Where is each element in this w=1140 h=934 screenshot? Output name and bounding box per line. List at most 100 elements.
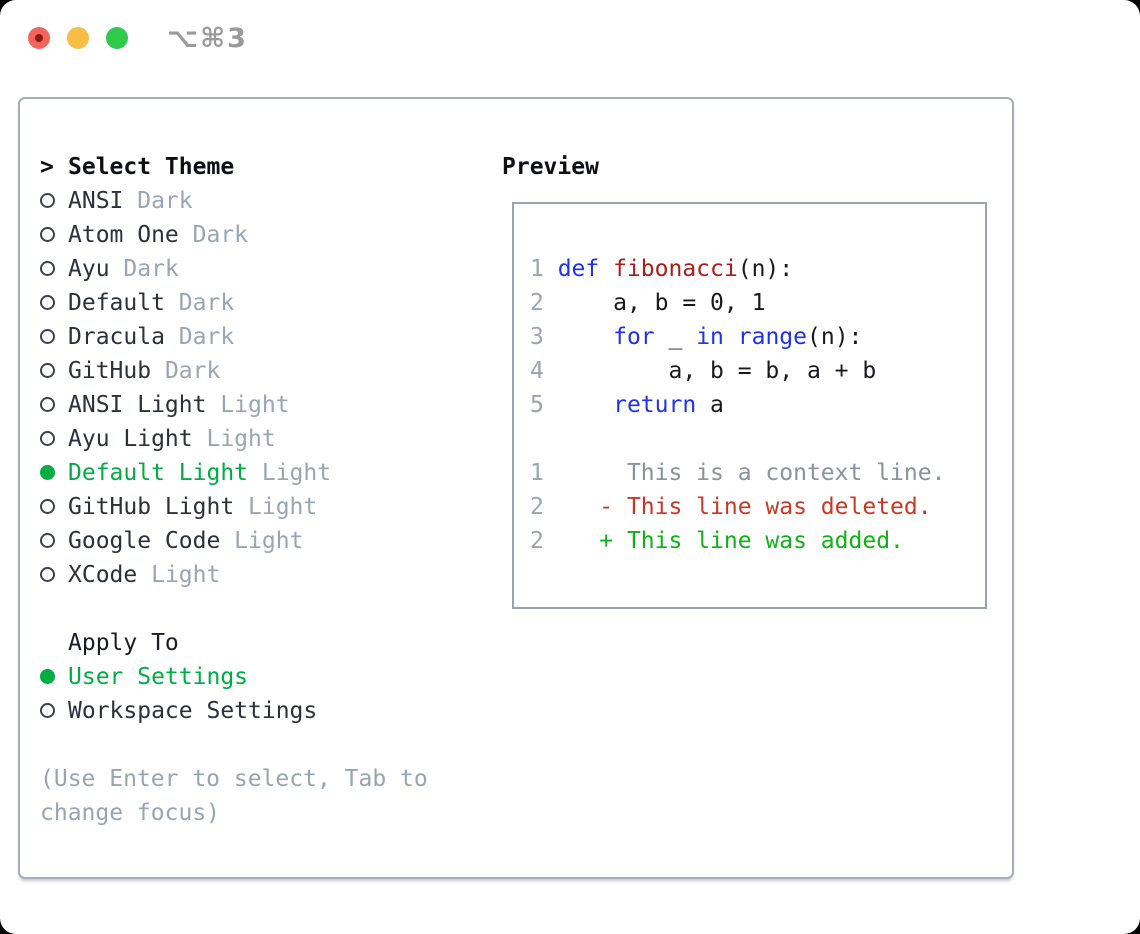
code-line: 2 + This line was added. <box>530 524 945 558</box>
option-text: GitHub Light Light <box>68 490 317 524</box>
option-text: Google Code Light <box>68 524 303 558</box>
code-segment: (n): <box>737 256 794 282</box>
line-number: 1 <box>530 256 558 282</box>
prompt-icon: > <box>40 154 54 180</box>
theme-tag: Light <box>220 528 304 554</box>
option-label: ANSI Light <box>68 392 207 418</box>
code-segment: return <box>613 392 697 418</box>
line-number: 5 <box>530 392 558 418</box>
theme-option[interactable]: Ayu Dark <box>40 252 510 286</box>
option-text: Ayu Dark <box>68 252 179 286</box>
radio-marker <box>40 422 68 456</box>
theme-option[interactable]: Google Code Light <box>40 524 510 558</box>
theme-option[interactable]: Default Light Light <box>40 456 510 490</box>
option-label: XCode <box>68 562 138 588</box>
theme-option[interactable]: XCode Light <box>40 558 510 592</box>
code-segment: in <box>696 324 724 350</box>
apply-option[interactable]: User Settings <box>40 660 510 694</box>
radio-marker <box>40 252 68 286</box>
option-text: ANSI Light Light <box>68 388 290 422</box>
theme-tag: Light <box>234 494 318 520</box>
code-segment: range <box>737 324 807 350</box>
code-segment <box>558 324 613 350</box>
radio-marker <box>40 354 68 388</box>
option-text: XCode Light <box>68 558 220 592</box>
option-label: Atom One <box>68 222 179 248</box>
apply-to-label: Apply To <box>68 630 179 656</box>
radio-icon <box>40 363 55 378</box>
radio-marker <box>40 184 68 218</box>
option-text: Default Dark <box>68 286 234 320</box>
code-line: 1 This is a context line. <box>530 456 945 490</box>
line-number: 3 <box>530 324 558 350</box>
option-label: Dracula <box>68 324 165 350</box>
option-label: GitHub Light <box>68 494 235 520</box>
radio-marker <box>40 660 68 694</box>
radio-icon <box>40 295 55 310</box>
option-text: Default Light Light <box>68 456 331 490</box>
code-segment <box>544 494 599 520</box>
code-line: 4 a, b = b, a + b <box>530 354 945 388</box>
theme-option[interactable]: Atom One Dark <box>40 218 510 252</box>
select-theme-label: Select Theme <box>68 154 235 180</box>
select-theme-header: > Select Theme <box>40 150 510 184</box>
theme-option[interactable]: GitHub Light Light <box>40 490 510 524</box>
theme-option[interactable]: Default Dark <box>40 286 510 320</box>
code-segment <box>724 324 738 350</box>
code-segment <box>544 528 599 554</box>
radio-icon <box>40 499 55 514</box>
maximize-button[interactable] <box>106 27 128 49</box>
radio-marker <box>40 320 68 354</box>
theme-tag: Light <box>206 392 290 418</box>
apply-option[interactable]: Workspace Settings <box>40 694 510 728</box>
radio-selected-icon <box>40 669 55 684</box>
radio-icon <box>40 329 55 344</box>
code-segment: def <box>557 256 614 282</box>
theme-option[interactable]: Ayu Light Light <box>40 422 510 456</box>
theme-tag: Light <box>192 426 276 452</box>
radio-marker <box>40 218 68 252</box>
option-label: User Settings <box>68 664 249 690</box>
radio-marker <box>40 388 68 422</box>
option-text: Dracula Dark <box>68 320 234 354</box>
code-segment: a <box>696 392 724 418</box>
radio-marker <box>40 694 68 728</box>
theme-tag: Dark <box>151 358 221 384</box>
titlebar: ⌥⌘3 <box>0 0 1140 76</box>
option-text: GitHub Dark <box>68 354 220 388</box>
code-segment: (n): <box>807 324 863 350</box>
theme-option[interactable]: GitHub Dark <box>40 354 510 388</box>
help-text: (Use Enter to select, Tab to change focu… <box>40 766 428 826</box>
code-segment: for <box>613 324 655 350</box>
radio-marker <box>40 558 68 592</box>
spacer <box>40 728 510 762</box>
option-text: ANSI Dark <box>68 184 193 218</box>
theme-option[interactable]: Dracula Dark <box>40 320 510 354</box>
code-segment: _ <box>654 324 697 350</box>
option-label: Workspace Settings <box>68 698 318 724</box>
minimize-button[interactable] <box>67 27 89 49</box>
theme-option[interactable]: ANSI Dark <box>40 184 510 218</box>
record-dot-icon <box>35 34 43 42</box>
apply-to-header: Apply To <box>40 626 510 660</box>
option-label: Ayu <box>68 256 110 282</box>
code-segment <box>558 392 613 418</box>
theme-tag: Dark <box>178 222 249 248</box>
option-label: Google Code <box>68 528 221 554</box>
close-button[interactable] <box>28 27 50 49</box>
theme-tag: Dark <box>164 324 235 350</box>
code-segment: a, b = 0, 1 <box>557 290 766 316</box>
apply-to-indent <box>40 626 68 660</box>
code-line: 5 return a <box>530 388 945 422</box>
line-number: 1 <box>530 460 544 486</box>
option-label: ANSI <box>68 188 124 214</box>
radio-icon <box>40 533 55 548</box>
radio-marker <box>40 456 68 490</box>
line-number: 4 <box>530 358 558 384</box>
theme-option[interactable]: ANSI Light Light <box>40 388 510 422</box>
code-segment: fibonacci <box>613 256 738 282</box>
radio-icon <box>40 227 55 242</box>
